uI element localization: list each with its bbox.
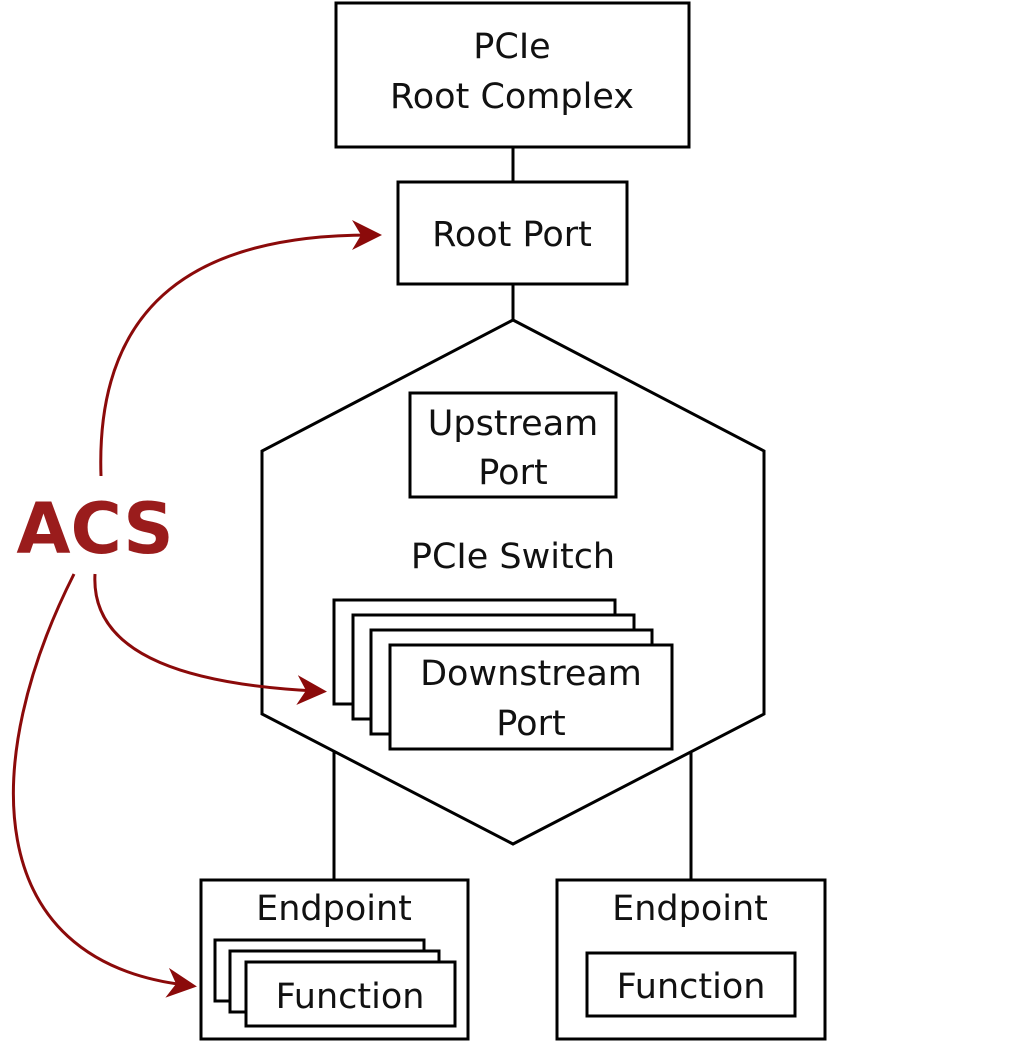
endpoint-2: Endpoint Function bbox=[555, 878, 827, 1041]
endpoint-2-label: Endpoint bbox=[612, 889, 768, 929]
function-box-1 bbox=[244, 960, 457, 1028]
downstream-port bbox=[388, 643, 674, 751]
endpoint-1-function-label: Function bbox=[276, 977, 425, 1017]
root-port: Root Port bbox=[396, 180, 629, 286]
endpoint-1: Endpoint Function bbox=[199, 878, 470, 1041]
pcie-switch: Upstream Port PCIe Switch Downstream Por… bbox=[260, 318, 766, 846]
downstream-port-label-1: Downstream bbox=[420, 654, 642, 694]
upstream-port bbox=[408, 391, 618, 499]
root-complex-label-2: Root Complex bbox=[390, 77, 634, 117]
upstream-port-label-1: Upstream bbox=[428, 404, 599, 444]
endpoint-1-label: Endpoint bbox=[256, 889, 412, 929]
acs-arrow-to-function bbox=[11, 573, 197, 998]
root-complex-label-1: PCIe bbox=[473, 27, 550, 67]
acs-arrow-to-downstream-port bbox=[93, 573, 327, 706]
endpoint-2-function-label: Function bbox=[617, 967, 766, 1007]
upstream-port-label-2: Port bbox=[478, 453, 547, 493]
acs-arrow-to-root-port bbox=[99, 220, 382, 477]
acs-label: ACS bbox=[16, 488, 173, 570]
downstream-port-stack: Downstream Port bbox=[332, 598, 674, 751]
switch-label: PCIe Switch bbox=[411, 537, 615, 577]
downstream-port-label-2: Port bbox=[496, 704, 565, 744]
root-complex: PCIe Root Complex bbox=[334, 1, 691, 149]
root-port-label: Root Port bbox=[432, 215, 592, 255]
function-box-2 bbox=[585, 951, 797, 1018]
